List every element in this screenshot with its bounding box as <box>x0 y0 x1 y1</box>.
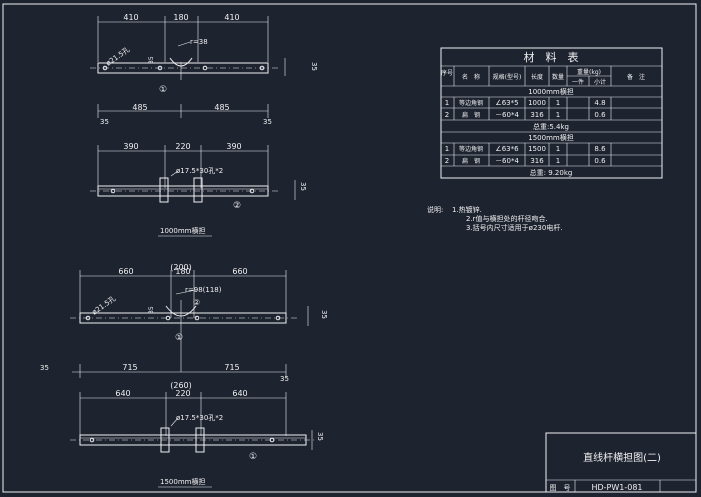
note-1: 1.热镀锌. <box>452 205 482 214</box>
drawing-c: (200) 660 180 660 r=98(118) ø21.5孔 35 ② … <box>40 263 328 383</box>
notes-label: 说明: <box>427 205 443 214</box>
label-b-side: 35 <box>299 182 307 191</box>
dim-a-b2: 485 <box>214 103 229 112</box>
dim-a-1: 410 <box>123 13 138 22</box>
th-remark: 备 注 <box>627 73 645 81</box>
th-spec: 规格(型号) <box>493 73 522 81</box>
table-row-1: 1 等边角钢 ∠63*5 1000 1 4.8 <box>445 99 606 107</box>
sheet-border <box>2 3 697 493</box>
cell: 等边角钢 <box>459 145 483 153</box>
th-weight-sub: 小计 <box>594 78 606 86</box>
dim-b-3: 390 <box>226 142 241 151</box>
notes: 说明: 1.热镀锌. 2.r值与横担处的杆径吻合. 3.括号内尺寸适用于ø230… <box>427 205 563 232</box>
label-b-hole: ø17.5*30孔*2 <box>176 167 223 175</box>
cell: 316 <box>530 157 544 165</box>
total-1: 总重:5.4kg <box>533 122 569 131</box>
cell: 4.8 <box>594 99 605 107</box>
cell: ∠63*5 <box>495 99 518 107</box>
part-no-c: ① <box>175 333 183 343</box>
cell: 1500 <box>528 145 546 153</box>
label-c-side: 35 <box>320 310 328 319</box>
cell: ∠63*6 <box>495 145 519 153</box>
cell: 2 <box>445 111 449 119</box>
table-row-3: 1 等边角钢 ∠63*6 1500 1 8.6 <box>445 145 606 153</box>
drawing-a: 410 180 410 r=38 ø21.5孔 35 35 ① 485 485 … <box>90 13 318 126</box>
part-no-d: ① <box>249 452 257 462</box>
cell: 1 <box>556 157 560 165</box>
label-c-r: r=98(118) <box>185 286 222 294</box>
dim-a-end-right: 35 <box>263 118 272 126</box>
cell: 1 <box>445 145 449 153</box>
th-weight-one: 一件 <box>572 78 584 86</box>
cell: 8.6 <box>594 145 606 153</box>
cell: 0.6 <box>594 157 606 165</box>
part-no-a: ① <box>159 85 167 95</box>
cell: 扁 钢 <box>462 111 480 119</box>
label-a-35: 35 <box>148 56 155 64</box>
dim-c-b1: 715 <box>122 363 137 372</box>
drawing-no: HD-PW1-081 <box>591 483 642 492</box>
label-c-35: 35 <box>148 306 155 314</box>
dim-a-end-left: 35 <box>100 118 109 126</box>
dim-a-b1: 485 <box>132 103 147 112</box>
caption-d: 1500mm横担 <box>160 477 205 486</box>
dim-c-1: 660 <box>118 267 133 276</box>
section-2: 1500mm横担 <box>528 133 573 142</box>
dim-c-end-right: 35 <box>280 375 289 383</box>
label-d-hole: ø17.5*30孔*2 <box>176 414 223 422</box>
dim-c-end-left: 35 <box>40 364 49 372</box>
dim-b-1: 390 <box>123 142 138 151</box>
cell: 1 <box>445 99 449 107</box>
cell: －60*4 <box>495 157 519 165</box>
title-block: 直线杆横担图(二) 图 号 HD-PW1-081 <box>545 432 697 493</box>
label-a-angle: ø21.5孔 <box>105 46 132 68</box>
th-weight: 重量(kg) <box>577 68 601 76</box>
drawing-d: (260) 640 220 640 ø17.5*30孔*2 35 ① 1500m… <box>70 381 324 488</box>
dim-d-1: 640 <box>115 389 130 398</box>
drawing-title: 直线杆横担图(二) <box>583 451 661 464</box>
material-table: 材 料 表 序号 名 称 规格(型号) 长度 数量 重量(kg) 一件 小计 备… <box>440 47 663 179</box>
note-2: 2.r值与横担处的杆径吻合. <box>466 214 548 223</box>
th-qty: 数量 <box>552 73 564 81</box>
dim-c-3: 660 <box>232 267 247 276</box>
caption-b: 1000mm横担 <box>160 226 205 235</box>
cell: 2 <box>445 157 449 165</box>
table-row-4: 2 扁 钢 －60*4 316 1 0.6 <box>445 157 606 165</box>
dim-d-3: 640 <box>232 389 247 398</box>
cell: 扁 钢 <box>462 157 480 165</box>
th-no: 序号 <box>441 69 453 77</box>
total-2: 总重: 9.20kg <box>530 168 573 177</box>
cell: 1000 <box>528 99 546 107</box>
label-a-side: 35 <box>310 62 318 71</box>
dim-d-2: 220 <box>175 389 190 398</box>
cell: 316 <box>530 111 544 119</box>
cell: 等边角钢 <box>459 99 483 107</box>
table-title: 材 料 表 <box>524 50 579 64</box>
dim-c-2: 180 <box>175 267 190 276</box>
cell: 1 <box>556 145 560 153</box>
th-length: 长度 <box>531 73 543 81</box>
dim-a-2: 180 <box>173 13 188 22</box>
dim-a-3: 410 <box>224 13 239 22</box>
cell: 1 <box>556 111 560 119</box>
dim-b-2: 220 <box>175 142 190 151</box>
cell: 0.6 <box>594 111 606 119</box>
cell: －60*4 <box>495 111 519 119</box>
th-name: 名 称 <box>462 73 480 81</box>
note-3: 3.括号内尺寸适用于ø230电杆. <box>466 223 563 232</box>
drawing-b: 390 220 390 ø17.5*30孔*2 35 ② 1000mm横担 <box>90 142 307 237</box>
dim-c-paren: (200) <box>170 263 192 272</box>
dim-c-b2: 715 <box>224 363 239 372</box>
part-no-b: ② <box>233 201 241 211</box>
dim-d-paren: (260) <box>170 381 192 390</box>
section-1: 1000mm横担 <box>528 87 573 96</box>
cell: 1 <box>556 99 560 107</box>
label-a-r: r=38 <box>190 38 208 46</box>
drawing-no-label: 图 号 <box>550 484 571 492</box>
table-row-2: 2 扁 钢 －60*4 316 1 0.6 <box>445 111 606 119</box>
label-d-side: 35 <box>316 432 324 441</box>
part-no-c2: ② <box>193 298 200 307</box>
